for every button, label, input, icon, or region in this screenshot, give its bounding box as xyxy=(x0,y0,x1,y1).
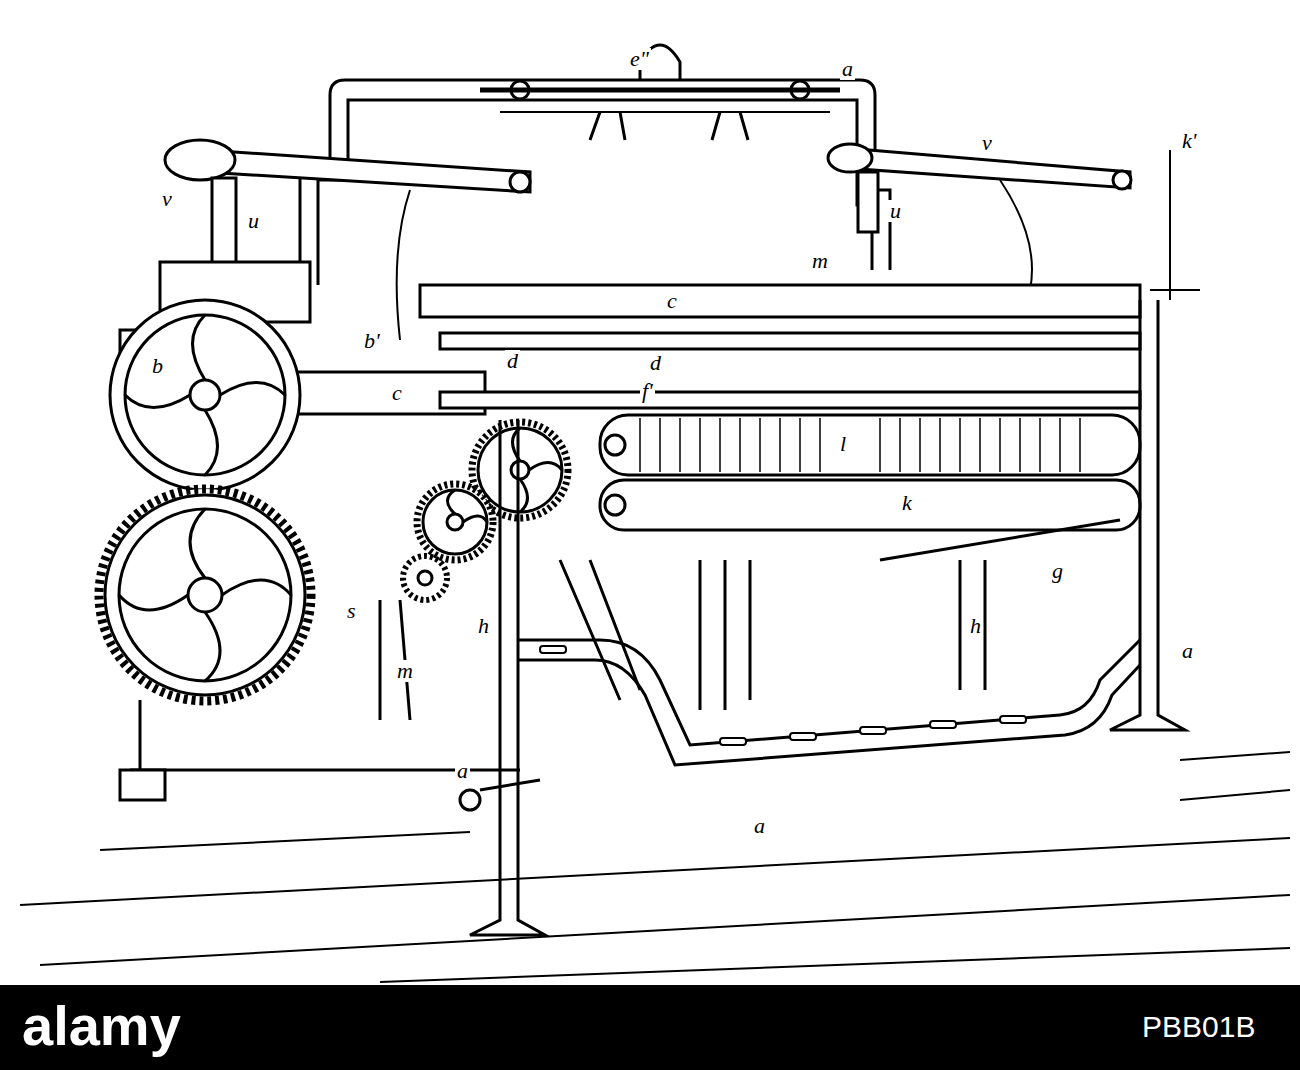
callout-letter: a xyxy=(752,815,767,837)
callout-letter: a xyxy=(455,760,470,782)
callout-letter: m xyxy=(395,660,415,682)
callout-letter: c xyxy=(390,382,404,404)
treadle-levers xyxy=(380,520,1120,720)
callout-letter: c xyxy=(665,290,679,312)
rail-slots xyxy=(540,646,1026,745)
callout-letter: g xyxy=(1050,560,1065,582)
callout-letter: a xyxy=(1180,640,1195,662)
callout-letter: h xyxy=(968,615,983,637)
small-gears xyxy=(403,422,568,600)
callout-letter: v xyxy=(160,188,174,210)
callout-letter: m xyxy=(810,250,830,272)
callout-letter: d xyxy=(648,352,663,374)
callout-letter: l xyxy=(838,433,848,455)
callout-letter: v xyxy=(980,132,994,154)
cloth-rollers xyxy=(600,415,1140,530)
front-frame xyxy=(460,150,1200,935)
callout-letter: e" xyxy=(628,48,651,70)
callout-letter: h xyxy=(476,615,491,637)
callout-letter: s xyxy=(345,600,358,622)
watermark: alamy xyxy=(20,998,183,1054)
floor-planks xyxy=(20,752,1290,982)
drive-wheel xyxy=(110,300,300,490)
callout-letter: b xyxy=(150,355,165,377)
callout-letter: f' xyxy=(640,380,655,402)
watermark-bar xyxy=(0,985,1300,1070)
callout-letter: u xyxy=(246,210,261,232)
beams xyxy=(420,285,1140,408)
callout-letter: a xyxy=(840,58,855,80)
callout-letter: u xyxy=(888,200,903,222)
main-gear xyxy=(99,489,311,701)
callout-letter: d xyxy=(505,350,520,372)
callout-letter: k xyxy=(900,492,914,514)
watermark: PBB01B xyxy=(1140,1012,1257,1042)
callout-letter: b' xyxy=(362,330,382,352)
callout-letter: k' xyxy=(1180,130,1198,152)
